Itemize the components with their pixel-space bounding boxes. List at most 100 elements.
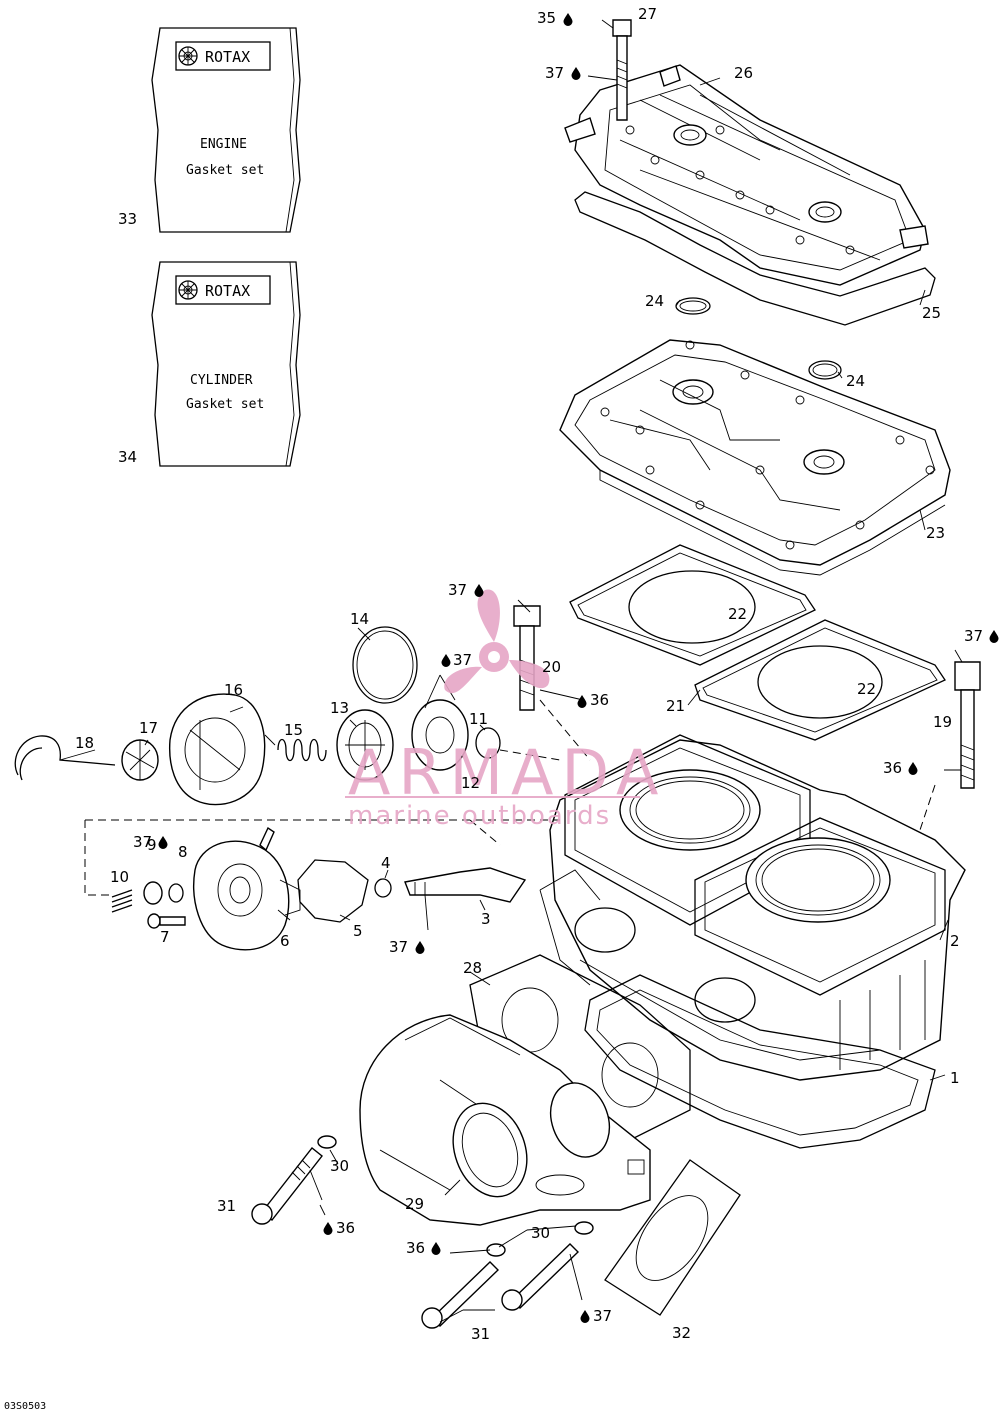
callout-13: 13 [330, 699, 349, 717]
callout-34: 34 [118, 448, 137, 466]
callout-30: 30 [330, 1157, 349, 1175]
sealant-drop-icon [989, 630, 999, 643]
figure-code: 03S0503 [4, 1401, 46, 1412]
callout-10: 10 [110, 868, 129, 886]
head-gasket-rear [569, 544, 816, 666]
gasket-5 [297, 859, 369, 923]
sealant-drop-icon [571, 67, 581, 80]
callout-28: 28 [463, 959, 482, 977]
sealant-drop-icon [474, 584, 484, 597]
callout-3: 3 [481, 910, 491, 928]
sealant-drop-icon [580, 1310, 590, 1323]
o-ring-14 [352, 626, 418, 704]
cylinder-head-cover [564, 64, 929, 286]
bolt-27 [612, 19, 632, 121]
cylinder-block [539, 734, 966, 1081]
washer-9 [143, 881, 163, 905]
callout-29: 29 [405, 1195, 424, 1213]
bolt-31b [421, 1261, 499, 1329]
sealant-drop-icon [441, 654, 451, 667]
callout-27: 27 [638, 5, 657, 23]
callout-35: 35 [537, 9, 556, 27]
propeller-logo-icon [444, 589, 550, 694]
bolt-20 [513, 605, 541, 711]
exhaust-manifold [359, 1014, 651, 1226]
callout-6: 6 [280, 932, 290, 950]
callout-20: 20 [542, 658, 561, 676]
callout-36: 36 [590, 691, 609, 709]
callout-2: 2 [950, 932, 960, 950]
callout-16: 16 [224, 681, 243, 699]
callout-24: 24 [645, 292, 664, 310]
callout-22b: 22 [857, 680, 876, 698]
kit-brand: ROTAX [205, 282, 250, 300]
callout-26: 26 [734, 64, 753, 82]
cylinder-head [559, 339, 951, 576]
callout-11: 11 [469, 710, 488, 728]
sealant-drop-icon [908, 762, 918, 775]
exhaust-gasket-32 [604, 1159, 741, 1316]
impeller-13 [336, 709, 394, 781]
head-cover-gasket [574, 191, 936, 326]
callout-21: 21 [666, 697, 685, 715]
armada-watermark: ARMADA marine outboards [345, 589, 658, 831]
seal-12 [411, 699, 469, 771]
callout-37: 37 [545, 64, 564, 82]
callout-15: 15 [284, 721, 303, 739]
callout-33: 33 [118, 210, 137, 228]
rotax-logo-icon [178, 46, 198, 66]
cylinder-base-gasket [584, 974, 936, 1149]
callout-8: 8 [178, 843, 188, 861]
callout-36d: 36 [406, 1239, 425, 1257]
callout-37d: 37 [964, 627, 983, 645]
pump-housing-16 [168, 693, 266, 806]
pump-cover-6 [193, 826, 301, 951]
callout-5: 5 [353, 922, 363, 940]
watermark-subtitle: marine outboards [348, 801, 611, 831]
callout-24b: 24 [846, 372, 865, 390]
callout-18: 18 [75, 734, 94, 752]
callout-31b: 31 [471, 1325, 490, 1343]
callout-19: 19 [933, 713, 952, 731]
callout-37g: 37 [593, 1307, 612, 1325]
bolt-19 [954, 661, 981, 789]
callout-labels: 1 2 3 4 5 6 7 8 9 10 11 12 13 14 15 16 1… [75, 5, 999, 1343]
callout-37c: 37 [453, 651, 472, 669]
sealant-drop-icon [431, 1242, 441, 1255]
washer-30c [574, 1221, 594, 1235]
callout-12: 12 [461, 774, 480, 792]
callout-30b: 30 [531, 1224, 550, 1242]
callout-37f: 37 [389, 938, 408, 956]
callout-7: 7 [160, 928, 170, 946]
elbow-fitting-3 [404, 867, 527, 903]
sealant-drop-icon [323, 1222, 333, 1235]
cylinder-gasket-kit: ROTAX CYLINDER Gasket set 34 [118, 261, 301, 467]
kit-title: ENGINE [200, 137, 247, 152]
plug-17 [121, 739, 159, 781]
callout-31: 31 [217, 1197, 236, 1215]
washer-30a [317, 1135, 337, 1149]
spring-15 [277, 738, 327, 762]
bolt-31a [251, 1147, 323, 1225]
o-ring-11 [475, 727, 501, 759]
callout-14: 14 [350, 610, 369, 628]
engine-gasket-kit: ROTAX ENGINE Gasket set 33 [118, 27, 301, 233]
callout-1: 1 [950, 1069, 960, 1087]
o-ring-4 [374, 878, 392, 898]
callout-32: 32 [672, 1324, 691, 1342]
callout-37e: 37 [133, 833, 152, 851]
rotax-logo-icon [178, 280, 198, 300]
bolt-31c [501, 1243, 579, 1311]
o-ring-24 [675, 297, 711, 315]
sealant-drop-icon [577, 695, 587, 708]
sealant-drop-icon [563, 13, 573, 26]
callout-17: 17 [139, 719, 158, 737]
callout-4: 4 [381, 854, 391, 872]
kit-title: CYLINDER [190, 373, 253, 388]
sealant-drop-icon [158, 836, 168, 849]
o-ring-8 [168, 883, 184, 903]
callout-36c: 36 [336, 1219, 355, 1237]
callout-36b: 36 [883, 759, 902, 777]
kit-subtitle: Gasket set [186, 163, 264, 178]
